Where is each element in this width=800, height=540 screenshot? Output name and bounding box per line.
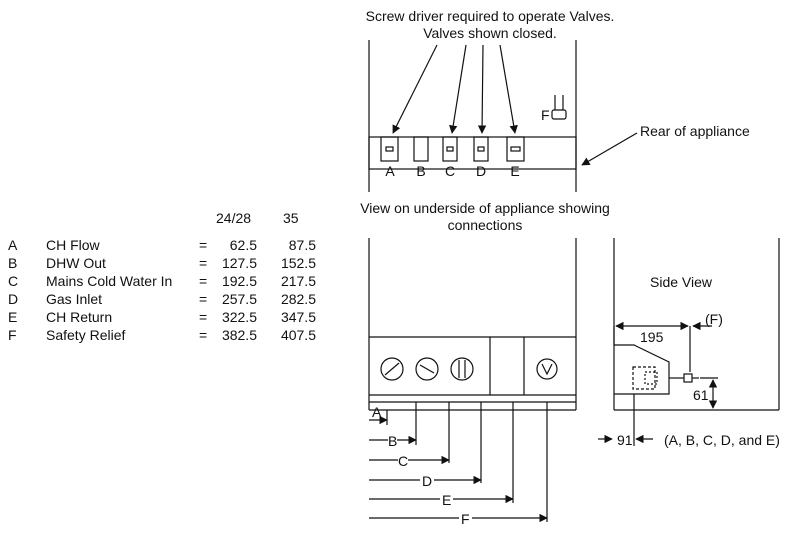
col-header-24-28: 24/28 [216, 210, 252, 226]
dim-label-e: E [440, 492, 454, 508]
row-key: A [8, 237, 18, 253]
valve-head-b [415, 357, 439, 381]
dim-label-a: A [372, 404, 382, 420]
row-value-35: 87.5 [288, 237, 316, 253]
valve-a [380, 136, 399, 162]
row-value-35: 407.5 [280, 327, 316, 343]
row-equals: = [199, 291, 208, 307]
row-key: E [8, 309, 18, 325]
valve-head-c [450, 357, 474, 381]
rear-of-appliance-label: Rear of appliance [640, 123, 750, 139]
row-value-35: 282.5 [280, 291, 316, 307]
row-value-35: 217.5 [280, 273, 316, 289]
rear-letter-b: B [416, 163, 426, 179]
dim-label-f: F [459, 511, 472, 527]
row-value-24-28: 257.5 [221, 291, 257, 307]
valve-c [442, 136, 458, 162]
side-view [598, 238, 780, 446]
valve-e [506, 136, 525, 162]
row-value-35: 347.5 [280, 309, 316, 325]
row-label: Gas Inlet [46, 291, 103, 307]
row-label: DHW Out [46, 255, 106, 271]
rear-letter-f: F [541, 107, 550, 123]
row-key: B [8, 255, 18, 271]
row-equals: = [199, 309, 208, 325]
rear-letter-e: E [510, 163, 520, 179]
col-header-35: 35 [283, 210, 299, 226]
row-key: C [8, 273, 19, 289]
row-value-24-28: 382.5 [221, 327, 257, 343]
underside-title-line1: View on underside of appliance showing [360, 200, 610, 216]
dim-f: (F) [705, 311, 723, 327]
side-view-title: Side View [650, 274, 713, 290]
row-label: Safety Relief [46, 327, 126, 343]
row-key: D [8, 291, 19, 307]
gas-valve-head [536, 358, 558, 380]
dim-195: 195 [640, 329, 664, 345]
valve-b [413, 136, 429, 162]
row-equals: = [199, 255, 208, 271]
row-label: Mains Cold Water In [46, 273, 173, 289]
row-value-35: 152.5 [280, 255, 316, 271]
dim-label-d: D [420, 473, 435, 489]
underside-title-line2: connections [447, 217, 523, 233]
dim-abcde: (A, B, C, D, and E) [664, 432, 780, 448]
dim-61: 61 [693, 387, 709, 403]
dim-label-c: C [398, 453, 409, 469]
dim-91: 91 [617, 432, 633, 448]
rear-letter-c: C [444, 163, 456, 179]
valve-head-a [380, 357, 404, 381]
rear-view [368, 40, 638, 192]
rear-letter-d: D [475, 163, 487, 179]
rear-letter-a: A [385, 163, 395, 179]
underside-view [368, 238, 577, 523]
dim-label-b: B [388, 433, 398, 449]
valve-note-line2: Valves shown closed. [423, 25, 557, 41]
row-label: CH Return [46, 309, 113, 325]
row-equals: = [199, 327, 208, 343]
safety-relief-fitting [551, 95, 567, 120]
row-equals: = [199, 273, 208, 289]
row-value-24-28: 62.5 [229, 237, 257, 253]
row-equals: = [199, 237, 208, 253]
row-label: CH Flow [46, 237, 100, 253]
row-value-24-28: 127.5 [221, 255, 257, 271]
valve-d [473, 136, 489, 162]
row-value-24-28: 322.5 [221, 309, 257, 325]
valve-note-line1: Screw driver required to operate Valves. [365, 8, 615, 24]
row-key: F [8, 327, 17, 343]
side-relief-fitting [669, 373, 699, 383]
row-value-24-28: 192.5 [221, 273, 257, 289]
